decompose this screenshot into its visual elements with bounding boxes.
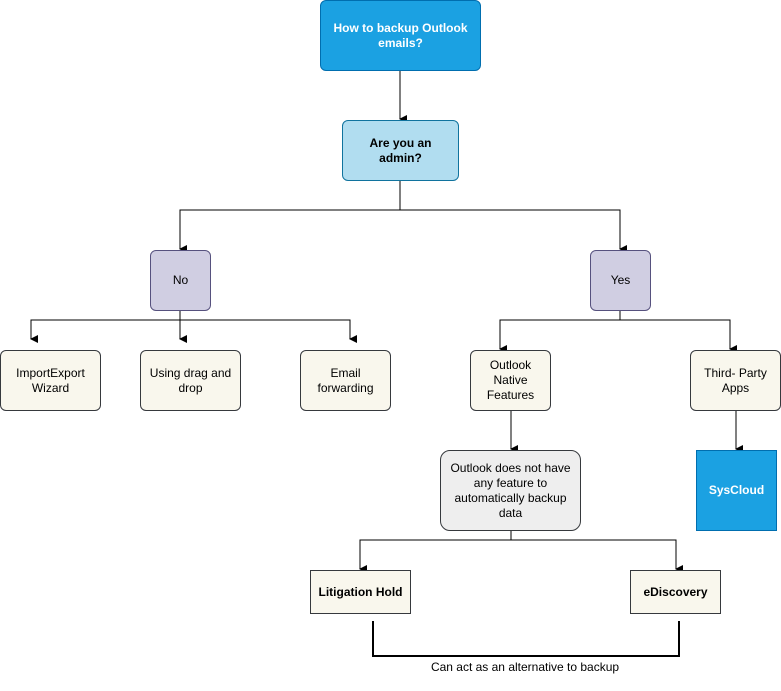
litigation-hold-node: Litigation Hold [310, 570, 411, 614]
no-auto-backup-note-node: Outlook does not have any feature to aut… [440, 450, 581, 531]
import-export-wizard-node: ImportExport Wizard [0, 350, 101, 411]
email-forwarding-node: Email forwarding [300, 350, 391, 411]
root-node: How to backup Outlook emails? [320, 0, 481, 71]
third-party-apps-node: Third- Party Apps [690, 350, 781, 411]
alternative-bracket [372, 621, 680, 657]
edge-no-to-email-forwarding [180, 319, 357, 343]
edge-note-to-litigation-hold [359, 531, 512, 573]
edge-yes-to-outlook-native [499, 311, 621, 353]
alternative-to-backup-label: Can act as an alternative to backup [430, 660, 620, 674]
drag-and-drop-node: Using drag and drop [140, 350, 241, 411]
yes-node: Yes [590, 250, 651, 311]
admin-question-node: Are you an admin? [342, 120, 459, 181]
no-node: No [150, 250, 211, 311]
edge-no-to-import-export [30, 311, 181, 343]
edge-question-to-yes [400, 209, 627, 253]
ediscovery-node: eDiscovery [630, 570, 721, 614]
edge-question-to-no [179, 181, 401, 253]
edge-note-to-ediscovery [511, 539, 683, 573]
outlook-native-features-node: Outlook Native Features [470, 350, 551, 411]
edge-yes-to-third-party [620, 319, 737, 353]
syscloud-node: SysCloud [696, 450, 777, 531]
